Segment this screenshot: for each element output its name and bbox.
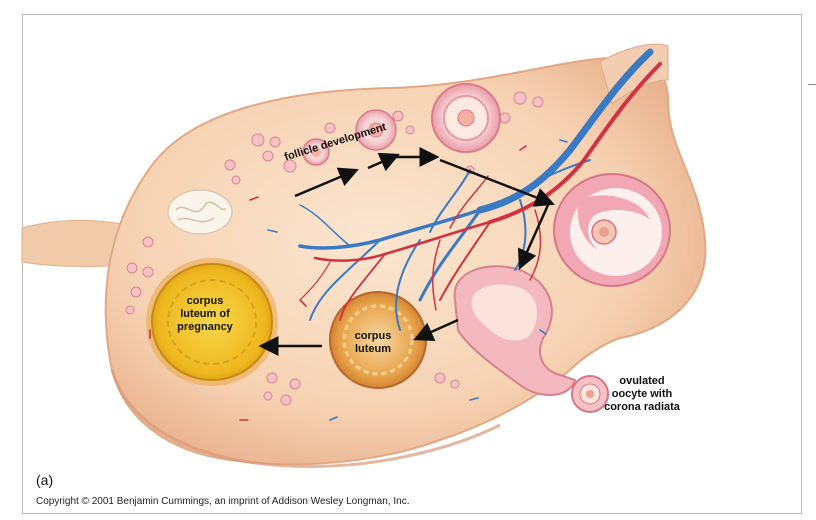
corpus-luteum [329,291,427,389]
primordial-follicles [125,91,544,406]
stroma-vessels [149,139,568,421]
arrow-4 [439,158,555,207]
label-ovulated-oocyte: ovulated oocyte with corona radiata [598,375,686,414]
mature-follicle [553,173,671,287]
label-corpus-luteum-of-pregnancy: corpus luteum of pregnancy [165,295,245,334]
label-ovulated-oocyte-text: ovulated oocyte with corona radiata [604,375,680,413]
arteries [299,62,662,321]
label-corpus-luteum-text: corpus luteum [354,330,392,355]
corpus-luteum-of-pregnancy [146,258,278,386]
ruptured-follicle [453,265,577,397]
arrow-6 [413,318,459,342]
ovulated-oocyte [571,375,609,413]
panel-label: (a) [36,472,54,488]
edge-mark [808,84,816,85]
arrow-1 [294,167,359,198]
label-corpus-luteum: corpus luteum [343,330,403,356]
growing-follicle-1 [302,138,330,166]
process-arrows [258,147,555,356]
growing-follicle-2 [355,109,397,151]
copyright-notice: Copyright © 2001 Benjamin Cummings, an i… [36,496,410,507]
antral-follicle [431,83,501,153]
veins [298,48,654,331]
label-corpus-luteum-of-pregnancy-text: corpus luteum of pregnancy [177,295,233,333]
corpus-albicans [167,189,233,235]
ovary-lower-rim [110,369,501,468]
arrow-2 [367,152,400,172]
arrow-5 [517,204,550,270]
